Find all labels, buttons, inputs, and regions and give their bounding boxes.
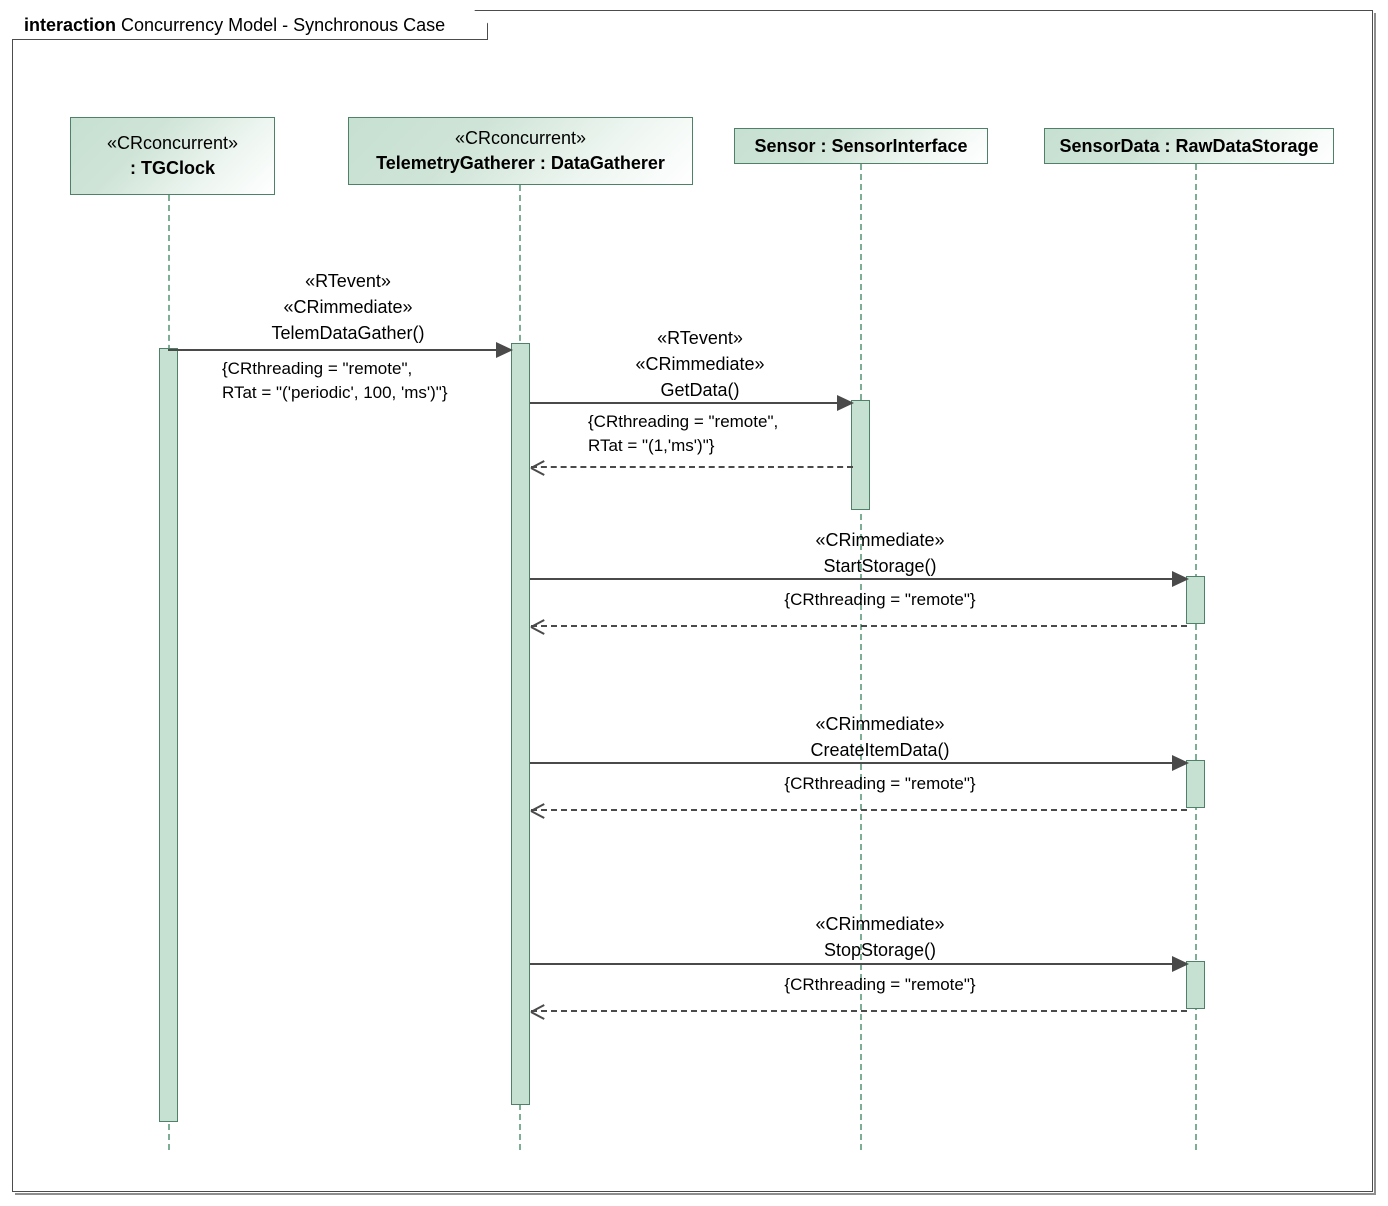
message-label-stopstorage: «CRimmediate» StopStorage() [680,911,1080,963]
message-stereotype-telemdatagather-1: «RTevent» [305,271,391,291]
message-arrowhead-telemdatagather [496,342,513,358]
message-constraint-getdata-1: {CRthreading = "remote", [588,412,779,431]
message-arrowhead-createitemdata-return [531,803,545,817]
activation-bar-datagatherer [511,343,531,1106]
message-name-createitemdata: CreateItemData() [810,740,950,761]
message-label-telemdatagather: «RTevent» «CRimmediate» TelemDataGather(… [178,268,518,346]
message-line-stopstorage[interactable] [530,963,1178,965]
message-arrowhead-createitemdata [1172,755,1189,771]
message-label-startstorage: «CRimmediate» StartStorage() [680,527,1080,579]
message-constraint-stopstorage-1: {CRthreading = "remote"} [784,975,976,994]
message-line-createitemdata[interactable] [530,762,1178,764]
message-arrowhead-stopstorage-return [531,1004,545,1018]
activation-bar-tgclock [159,348,179,1123]
message-line-getdata-return[interactable] [531,466,853,468]
message-arrowhead-getdata [837,395,854,411]
message-stereotype-getdata-2: «CRimmediate» [635,354,765,375]
lifeline-head-sensordata[interactable]: SensorData : RawDataStorage [1044,128,1336,166]
message-arrowhead-startstorage [1172,571,1189,587]
message-arrowhead-startstorage-return [531,619,545,633]
message-line-createitemdata-return[interactable] [531,809,1187,811]
message-constraint-createitemdata-1: {CRthreading = "remote"} [784,774,976,793]
lifeline-name-datagatherer: TelemetryGatherer : DataGatherer [376,153,665,173]
lifeline-stereotype-datagatherer: «CRconcurrent» [454,128,587,149]
message-arrowhead-getdata-return [531,460,545,474]
lifeline-head-sensor[interactable]: Sensor : SensorInterface [734,128,990,166]
message-stereotype-startstorage-1: «CRimmediate» [815,530,945,550]
message-constraint-startstorage-1: {CRthreading = "remote"} [784,590,976,609]
message-line-getdata[interactable] [530,402,843,404]
message-stereotype-createitemdata-1: «CRimmediate» [815,714,945,734]
interaction-frame [12,10,1373,1192]
message-constraint-createitemdata: {CRthreading = "remote"} [680,772,1080,796]
frame-shadow [15,13,1376,1195]
message-stereotype-stopstorage-1: «CRimmediate» [815,914,945,934]
activation-bar-sensor [851,400,871,511]
message-name-telemdatagather: TelemDataGather() [271,323,425,344]
message-constraint-telemdatagather-1: {CRthreading = "remote", [222,359,413,378]
message-constraint-stopstorage: {CRthreading = "remote"} [680,973,1080,997]
message-constraint-telemdatagather-2: RTat = "('periodic', 100, 'ms')"} [222,383,448,403]
lifeline-name-tgclock: : TGClock [129,158,215,178]
lifeline-name-sensordata: SensorData : RawDataStorage [1059,135,1319,156]
message-line-telemdatagather[interactable] [168,349,502,351]
lifeline-stereotype-tgclock: «CRconcurrent» [106,133,239,154]
message-constraint-telemdatagather: {CRthreading = "remote", RTat = "('perio… [222,357,448,405]
frame-title-tab: interaction Concurrency Model - Synchron… [12,10,488,40]
message-label-getdata: «RTevent» «CRimmediate» GetData() [530,325,870,403]
lifeline-head-datagatherer[interactable]: «CRconcurrent» TelemetryGatherer : DataG… [348,117,695,187]
lifeline-name-sensor: Sensor : SensorInterface [754,135,968,156]
lifeline-line-sensor [860,164,862,1150]
lifeline-head-tgclock[interactable]: «CRconcurrent» : TGClock [70,117,277,197]
message-line-stopstorage-return[interactable] [531,1010,1187,1012]
message-name-stopstorage: StopStorage() [823,940,937,961]
message-constraint-getdata-2: RTat = "(1,'ms')"} [588,436,715,456]
frame-keyword: interaction [24,15,117,35]
message-arrowhead-stopstorage [1172,956,1189,972]
message-constraint-getdata: {CRthreading = "remote", RTat = "(1,'ms'… [588,410,778,458]
message-stereotype-getdata-1: «RTevent» [657,328,743,348]
message-name-startstorage: StartStorage() [823,556,937,577]
message-line-startstorage[interactable] [530,578,1178,580]
frame-title: Concurrency Model - Synchronous Case [121,15,446,35]
message-stereotype-telemdatagather-2: «CRimmediate» [283,297,413,318]
lifeline-line-sensordata [1195,164,1197,1150]
message-label-createitemdata: «CRimmediate» CreateItemData() [680,711,1080,763]
message-name-getdata: GetData() [660,380,740,401]
message-line-startstorage-return[interactable] [531,625,1187,627]
message-constraint-startstorage: {CRthreading = "remote"} [680,588,1080,612]
